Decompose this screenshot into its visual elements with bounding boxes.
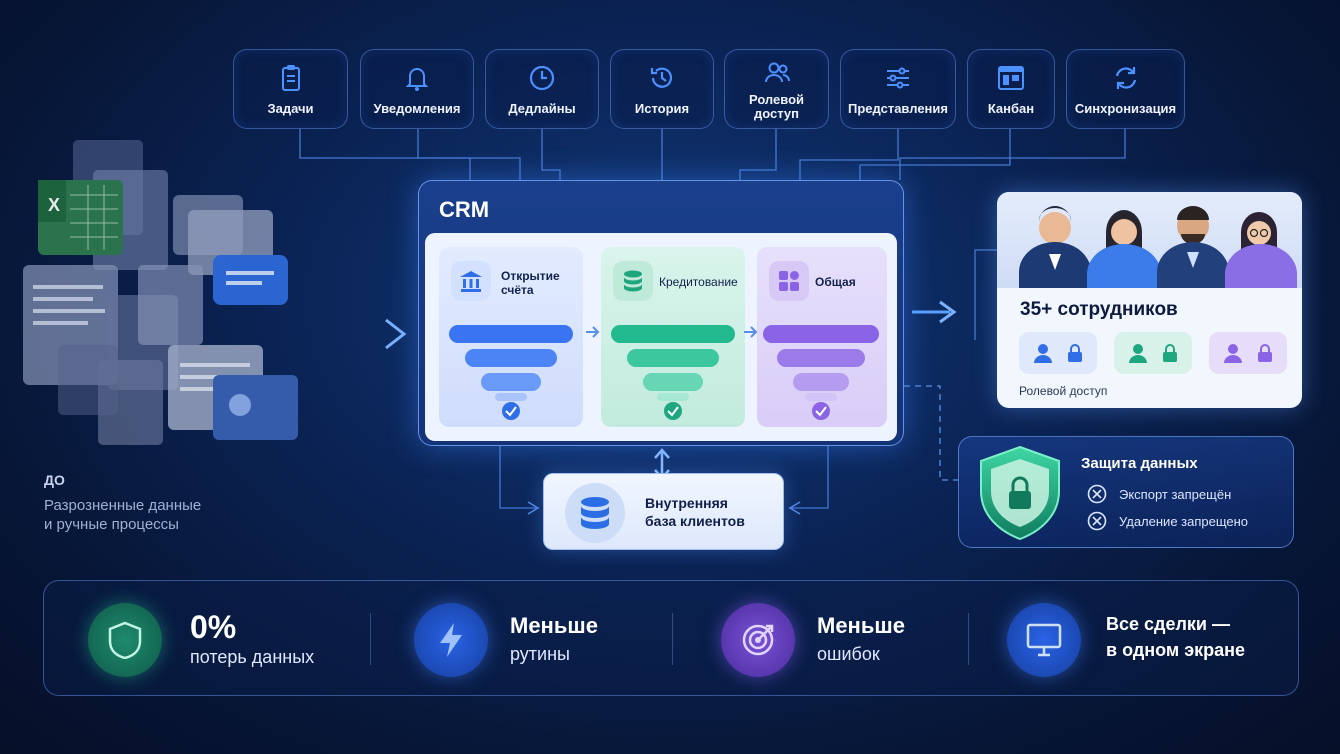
funnel-chart — [449, 325, 573, 420]
feature-label: Представления — [848, 101, 948, 116]
user-icon — [1034, 344, 1052, 363]
employee-count: 35+ сотрудников — [1020, 299, 1178, 320]
database-label: Внутренняя база клиентов — [645, 495, 745, 529]
role-chip-blue — [1019, 332, 1097, 374]
metric-value: Меньше — [817, 613, 905, 638]
funnel-card-lending[interactable]: Кредитование — [601, 247, 745, 427]
history-icon — [650, 67, 673, 88]
shield-lock-icon — [980, 445, 1060, 541]
user-icon — [1224, 344, 1242, 363]
cross-circle-icon — [1087, 484, 1107, 504]
sliders-icon — [887, 67, 909, 89]
kanban-icon — [998, 66, 1024, 90]
protection-rule: Экспорт запрещён — [1087, 484, 1231, 504]
metric-caption: ошибок — [817, 644, 880, 664]
feature-card-sync[interactable]: Синхронизация — [1066, 49, 1185, 129]
crm-panel: CRM Открытие счёта Кредитование — [418, 180, 904, 446]
bank-icon — [451, 261, 491, 301]
metric-value: Все сделки — в одном экране — [1106, 614, 1246, 660]
coins-icon — [613, 261, 653, 301]
funnel-title: Кредитование — [659, 275, 738, 289]
clipboard-icon — [281, 65, 300, 91]
shield-icon — [88, 603, 162, 677]
feature-card-kanban[interactable]: Канбан — [967, 49, 1055, 129]
feature-card-views[interactable]: Представления — [840, 49, 956, 129]
crm-title: CRM — [439, 197, 490, 222]
feature-label: История — [634, 101, 690, 116]
data-protection-panel: Защита данных Экспорт запрещён Удаление … — [958, 436, 1294, 548]
svg-text:X: X — [48, 195, 60, 215]
feature-card-tasks[interactable]: Задачи — [233, 49, 348, 129]
role-chip-green — [1114, 332, 1192, 374]
before-label: ДО — [44, 472, 65, 488]
user-icon — [1129, 344, 1147, 363]
sync-icon — [1115, 67, 1136, 89]
feature-label: Ролевой доступ — [748, 92, 805, 121]
metric-caption: рутины — [510, 644, 570, 664]
feature-label: Дедлайны — [508, 101, 576, 116]
feature-label: Задачи — [267, 101, 314, 116]
lock-icon — [1068, 344, 1082, 362]
team-panel: 35+ сотрудников Ролевой доступ — [997, 192, 1302, 408]
team-illustration — [997, 192, 1302, 288]
metric-value: 0% — [190, 609, 237, 645]
funnel-chart — [611, 325, 735, 420]
feature-card-role-access[interactable]: Ролевой доступ — [724, 49, 829, 129]
funnel-title: Открытие счёта — [501, 269, 560, 297]
protection-rule: Удаление запрещено — [1087, 511, 1248, 531]
feature-card-deadlines[interactable]: Дедлайны — [485, 49, 599, 129]
before-description: Разрозненные данные и ручные процессы — [44, 497, 202, 533]
users-icon — [764, 62, 790, 83]
feature-label: Канбан — [987, 101, 1035, 116]
lightning-icon — [414, 603, 488, 677]
feature-card-notifications[interactable]: Уведомления — [360, 49, 474, 129]
funnel-title: Общая — [815, 275, 856, 289]
arrow-right-icon — [744, 326, 758, 338]
feature-label: Синхронизация — [1074, 101, 1177, 116]
arrow-right-icon — [586, 326, 600, 338]
funnel-card-account-opening[interactable]: Открытие счёта — [439, 247, 583, 427]
funnel-chart — [763, 325, 879, 420]
bell-icon — [405, 68, 429, 91]
lock-icon — [1258, 344, 1272, 362]
documents-illustration: X — [18, 135, 318, 465]
metric-caption: потерь данных — [190, 647, 315, 667]
monitor-icon — [1007, 603, 1081, 677]
team-subtitle: Ролевой доступ — [1019, 384, 1108, 398]
metrics-band: 0% потерь данных Меньше рутины Меньше ош… — [43, 580, 1299, 696]
target-icon — [721, 603, 795, 677]
database-icon — [565, 483, 625, 543]
grid-icon — [769, 261, 809, 301]
cross-circle-icon — [1087, 511, 1107, 531]
feature-card-history[interactable]: История — [610, 49, 714, 129]
role-chip-purple — [1209, 332, 1287, 374]
metric-value: Меньше — [510, 613, 598, 638]
protection-title: Защита данных — [1081, 455, 1198, 472]
feature-label: Уведомления — [373, 101, 461, 116]
crm-pipelines: Открытие счёта Кредитование — [425, 233, 897, 441]
lock-icon — [1163, 344, 1177, 362]
clock-icon — [529, 65, 555, 91]
funnel-card-general[interactable]: Общая — [757, 247, 887, 427]
client-database[interactable]: Внутренняя база клиентов — [543, 473, 784, 550]
